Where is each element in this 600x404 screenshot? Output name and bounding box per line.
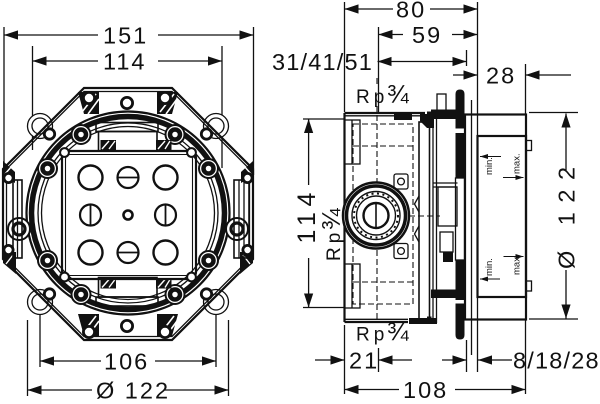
svg-text:¾: ¾ (387, 79, 409, 109)
svg-text:Ø 122: Ø 122 (554, 157, 580, 269)
svg-text:¾: ¾ (387, 317, 409, 347)
svg-text:min.: min. (484, 157, 495, 175)
svg-text:Rp: Rp (324, 232, 345, 261)
svg-text:108: 108 (403, 377, 448, 403)
svg-text:min.: min. (484, 258, 495, 276)
svg-text:max.: max. (512, 153, 523, 174)
svg-text:28: 28 (486, 63, 516, 89)
svg-text:8/18/28: 8/18/28 (513, 348, 600, 374)
svg-text:¾: ¾ (316, 208, 346, 230)
svg-text:106: 106 (104, 349, 149, 375)
svg-text:Rp: Rp (356, 87, 385, 108)
svg-text:80: 80 (396, 0, 426, 23)
svg-text:max.: max. (512, 254, 523, 275)
svg-text:21: 21 (349, 348, 379, 374)
svg-text:59: 59 (412, 22, 442, 48)
svg-text:31/41/51: 31/41/51 (272, 49, 373, 75)
svg-text:151: 151 (103, 23, 148, 49)
svg-text:Rp: Rp (356, 325, 385, 346)
svg-text:114: 114 (103, 49, 146, 75)
svg-text:114: 114 (293, 187, 321, 243)
svg-text:Ø 122: Ø 122 (96, 378, 170, 404)
